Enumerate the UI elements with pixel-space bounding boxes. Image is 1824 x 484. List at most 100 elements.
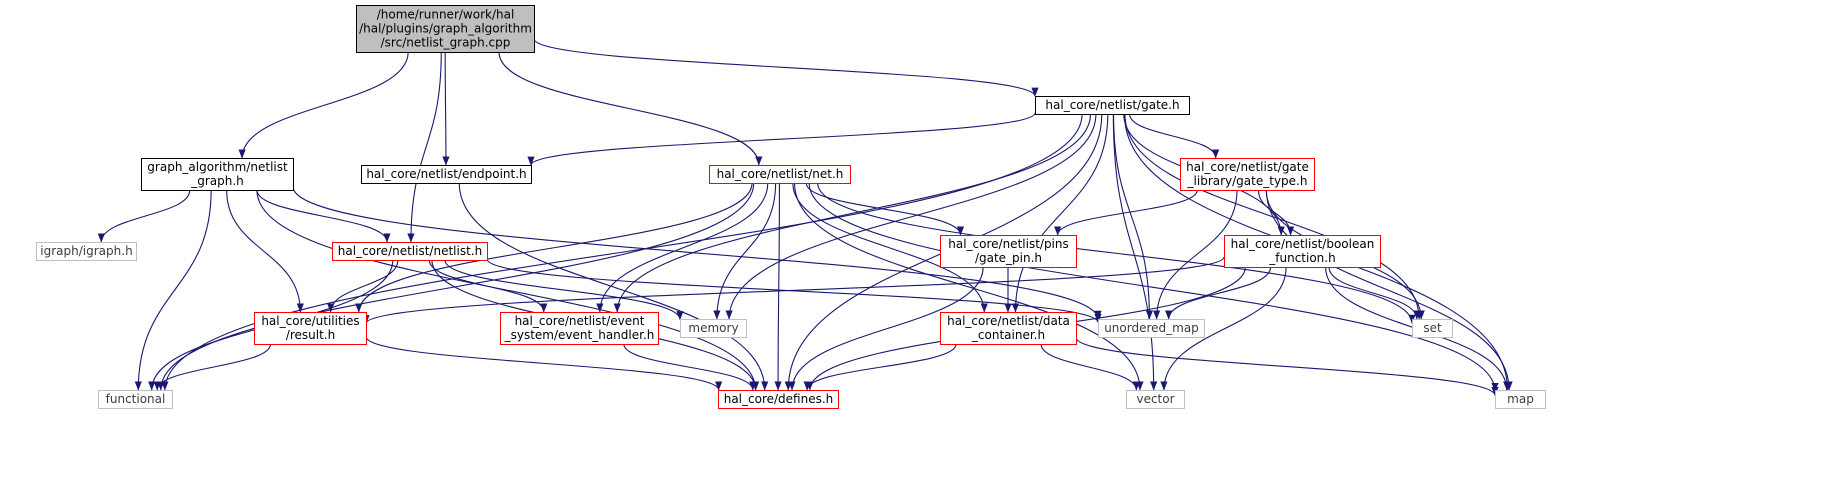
node-gate-type-h[interactable]: hal_core/netlist/gate_library/gate_type.… xyxy=(1180,158,1315,191)
edge-root-to-gate-h xyxy=(533,38,1039,97)
node-box xyxy=(1495,390,1546,409)
node-box xyxy=(680,319,747,338)
edge-net-h-to-functional xyxy=(157,182,755,391)
node-root[interactable]: /home/runner/work/hal/hal/plugins/graph_… xyxy=(356,5,535,53)
edge-gate-h-to-endpoint-h xyxy=(527,112,1036,166)
node-data-container-h[interactable]: hal_core/netlist/data_container.h xyxy=(940,312,1077,345)
node-box xyxy=(254,312,367,345)
node-unordered-map: unordered_map xyxy=(1098,319,1205,338)
node-label-line: hal_core/netlist/net.h xyxy=(717,167,844,181)
node-label-line: hal_core/netlist/pins xyxy=(948,237,1069,251)
node-label-line: hal_core/defines.h xyxy=(724,392,834,406)
edge-data-container-h-to-defines-h xyxy=(803,343,957,391)
node-event-handler-h[interactable]: hal_core/netlist/event_system/event_hand… xyxy=(500,312,659,345)
node-label-line: functional xyxy=(106,392,166,406)
edge-net-h-to-memory xyxy=(713,182,777,320)
node-box xyxy=(1412,319,1453,338)
node-boolean-function-h[interactable]: hal_core/netlist/boolean_function.h xyxy=(1224,235,1381,268)
node-endpoint-h[interactable]: hal_core/netlist/endpoint.h xyxy=(361,165,532,184)
edge-gate-h-to-unordered-map xyxy=(1113,113,1154,320)
node-result-h[interactable]: hal_core/utilities/result.h xyxy=(254,312,367,345)
edge-data-container-h-to-map xyxy=(1075,337,1499,396)
edge-net-h-to-set xyxy=(817,182,1416,324)
edge-netlist-graph-h-to-defines-h xyxy=(256,189,760,391)
node-netlist-h[interactable]: hal_core/netlist/netlist.h xyxy=(332,242,488,261)
edge-root-to-endpoint-h xyxy=(442,51,450,166)
edge-gate-type-h-to-map xyxy=(1265,189,1513,391)
node-label-line: /gate_pin.h xyxy=(975,251,1042,265)
edge-boolean-function-h-to-set xyxy=(1328,266,1421,320)
node-box xyxy=(332,242,488,261)
edge-gate-type-h-to-unordered-map xyxy=(1153,189,1238,320)
edge-gate-pin-h-to-defines-h xyxy=(788,266,984,391)
edge-netlist-graph-h-to-netlist-h xyxy=(256,189,391,243)
edge-netlist-graph-h-to-functional xyxy=(134,189,212,391)
node-box xyxy=(98,390,173,409)
node-igraph-h: igraph/igraph.h xyxy=(36,242,137,261)
edge-netlist-graph-h-to-unordered-map xyxy=(292,186,1102,320)
node-label-line: hal_core/netlist/netlist.h xyxy=(338,244,482,258)
node-label-line: hal_core/netlist/event xyxy=(515,314,645,328)
node-gate-h[interactable]: hal_core/netlist/gate.h xyxy=(1035,96,1190,115)
node-box xyxy=(361,165,532,184)
edge-gate-h-to-data-container-h xyxy=(1011,113,1109,313)
edge-result-h-to-functional xyxy=(153,343,272,391)
edge-netlist-h-to-memory xyxy=(444,259,684,321)
node-label-line: vector xyxy=(1136,392,1174,406)
node-label-line: map xyxy=(1507,392,1534,406)
node-label-line: hal_core/netlist/data xyxy=(947,314,1070,328)
edge-boolean-function-h-to-vector xyxy=(1160,266,1287,391)
node-label-line: /hal/plugins/graph_algorithm xyxy=(359,22,532,36)
node-label-line: _container.h xyxy=(971,328,1045,342)
edge-net-h-to-defines-h xyxy=(774,182,782,391)
node-set: set xyxy=(1412,319,1453,338)
edge-gate-h-to-event-handler-h xyxy=(613,113,1092,313)
node-box xyxy=(500,312,659,345)
node-box xyxy=(709,165,851,184)
edge-data-container-h-to-vector xyxy=(1040,343,1140,391)
edge-event-handler-h-to-defines-h xyxy=(623,343,757,391)
edge-gate-h-to-gate-type-h xyxy=(1129,113,1220,159)
edge-endpoint-h-to-defines-h xyxy=(458,182,769,391)
node-box xyxy=(940,312,1077,345)
edge-net-h-to-event-handler-h xyxy=(596,182,769,313)
node-net-h[interactable]: hal_core/netlist/net.h xyxy=(709,165,851,184)
node-netlist-graph-h[interactable]: graph_algorithm/netlist_graph.h xyxy=(141,158,294,191)
edge-gate-h-to-functional xyxy=(161,113,1083,391)
header-nodes: /home/runner/work/hal/hal/plugins/graph_… xyxy=(36,5,1546,409)
node-box xyxy=(356,5,535,53)
edge-gate-h-to-memory xyxy=(725,113,1097,320)
node-gate-pin-h[interactable]: hal_core/netlist/pins/gate_pin.h xyxy=(940,235,1077,268)
node-label-line: igraph/igraph.h xyxy=(40,244,132,258)
node-label-line: hal_core/netlist/endpoint.h xyxy=(366,167,526,181)
node-box xyxy=(718,390,839,409)
edge-gate-h-to-vector xyxy=(1112,113,1158,391)
node-label-line: hal_core/netlist/gate xyxy=(1186,160,1309,174)
node-label-line: set xyxy=(1423,321,1442,335)
node-memory: memory xyxy=(680,319,747,338)
node-label-line: _library/gate_type.h xyxy=(1187,174,1308,188)
node-label-line: /home/runner/work/hal xyxy=(377,8,515,22)
node-box xyxy=(1126,390,1185,409)
node-box xyxy=(36,242,137,261)
edge-net-h-to-result-h xyxy=(355,182,753,313)
node-box xyxy=(1035,96,1190,115)
node-label-line: hal_core/netlist/gate.h xyxy=(1045,98,1179,112)
node-label-line: /src/netlist_graph.cpp xyxy=(381,36,511,50)
edge-boolean-function-h-to-unordered-map xyxy=(1165,266,1272,320)
edge-result-h-to-defines-h xyxy=(365,336,723,391)
edge-net-h-to-map xyxy=(808,182,1499,392)
edge-net-h-to-data-container-h xyxy=(792,182,988,313)
edge-gate-type-h-to-boolean-function-h xyxy=(1257,189,1295,236)
node-label-line: hal_core/netlist/boolean xyxy=(1231,237,1375,251)
edge-boolean-function-h-to-result-h xyxy=(362,256,1225,325)
node-label-line: memory xyxy=(688,321,738,335)
node-box xyxy=(1098,319,1205,338)
node-box xyxy=(940,235,1077,268)
edge-netlist-graph-h-to-igraph-h xyxy=(97,189,191,243)
node-defines-h[interactable]: hal_core/defines.h xyxy=(718,390,839,409)
edge-root-to-netlist-graph-h xyxy=(238,51,409,159)
edge-netlist-graph-h-to-result-h xyxy=(226,189,304,313)
node-vector: vector xyxy=(1126,390,1185,409)
